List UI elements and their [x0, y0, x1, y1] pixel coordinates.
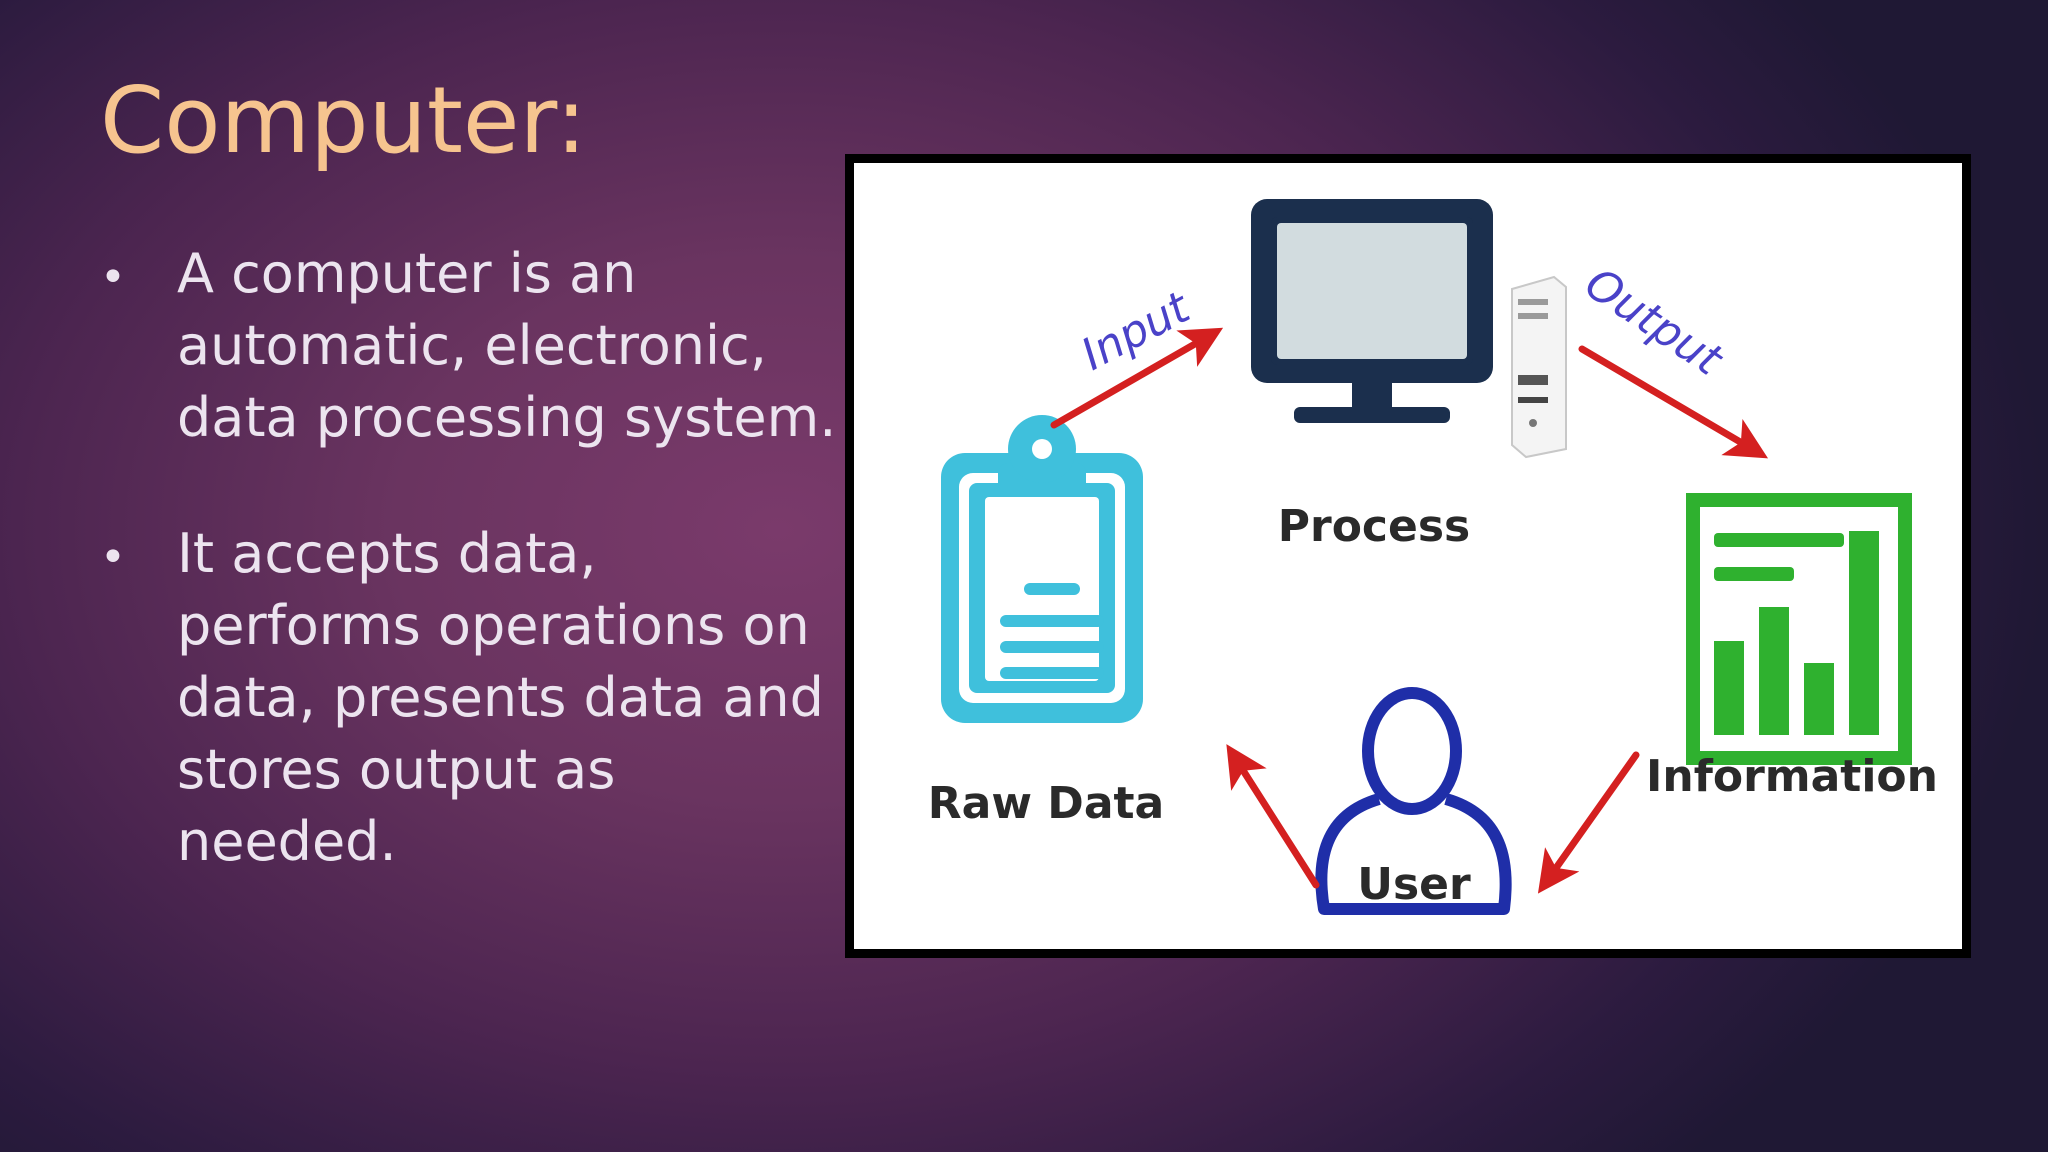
process-label: Process — [1278, 501, 1470, 552]
bullet-item: • A computer is an automatic, electronic… — [100, 238, 840, 454]
bullet-text: It accepts data, performs operations on … — [177, 522, 824, 873]
information-to-user-arrow — [1537, 751, 1640, 894]
user-icon — [1315, 687, 1512, 915]
clipboard-icon — [941, 415, 1143, 723]
user-to-raw-data-arrow — [1226, 744, 1320, 889]
user-label: User — [1357, 859, 1471, 910]
slide-title: Computer: — [100, 67, 587, 174]
bullet-item: • It accepts data, performs operations o… — [100, 518, 840, 878]
information-label: Information — [1646, 751, 1938, 802]
computer-tower-icon — [1511, 275, 1567, 459]
bullet-marker: • — [100, 252, 126, 303]
input-arrow — [1050, 327, 1224, 429]
bullet-list: • A computer is an automatic, electronic… — [100, 238, 840, 942]
input-label: Input — [1073, 281, 1199, 380]
raw-data-label: Raw Data — [928, 778, 1164, 829]
data-processing-diagram: Process Raw Data Informatio — [845, 154, 1971, 958]
output-arrow — [1578, 345, 1769, 459]
bullet-marker: • — [100, 532, 126, 583]
monitor-icon — [1251, 199, 1493, 423]
bar-chart-report-icon — [1686, 493, 1912, 765]
bullet-text: A computer is an automatic, electronic, … — [177, 242, 837, 449]
diagram-canvas: Process Raw Data Informatio — [928, 199, 1938, 915]
output-label: Output — [1576, 258, 1733, 387]
